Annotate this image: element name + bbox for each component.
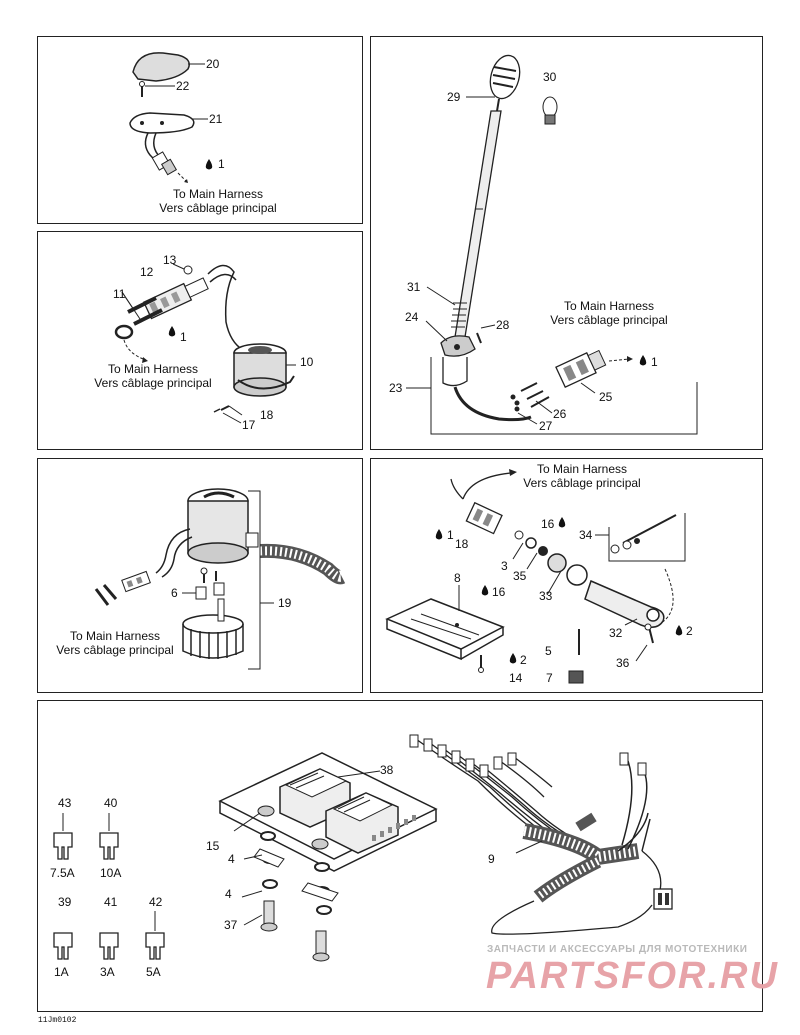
panel-antenna-light: 30 29 31 28 24 23 1 25 26 27 To Main Har… xyxy=(370,36,763,450)
callout-40: 40 xyxy=(104,796,118,810)
callout-3: 3 xyxy=(501,559,508,573)
harness-caption-fr: Vers câblage principal xyxy=(550,313,668,327)
callout-28: 28 xyxy=(496,318,510,332)
harness-caption-en: To Main Harness xyxy=(69,629,161,643)
callout-11: 11 xyxy=(113,287,126,301)
callout-12: 12 xyxy=(140,265,154,279)
tail-light-drawing xyxy=(129,52,213,184)
callout-29: 29 xyxy=(447,90,461,104)
callout-14: 14 xyxy=(509,671,523,685)
harness-caption-en: To Main Harness xyxy=(107,362,199,376)
callout-1: 1 xyxy=(651,355,658,369)
callout-39: 39 xyxy=(58,895,72,909)
callout-35: 35 xyxy=(513,569,527,583)
watermark-logo: PARTSFOR.RU xyxy=(486,955,779,997)
callout-26: 26 xyxy=(553,407,567,421)
callout-2: 2 xyxy=(686,624,693,638)
callout-23: 23 xyxy=(389,381,403,395)
callout-27: 27 xyxy=(539,419,553,433)
fuse-box-drawing xyxy=(53,734,673,962)
antenna-light-drawing xyxy=(406,54,698,435)
fuse-rating-10a: 10A xyxy=(100,866,122,880)
harness-caption-en: To Main Harness xyxy=(536,462,628,476)
callout-18: 18 xyxy=(455,537,469,551)
callout-31: 31 xyxy=(407,280,421,294)
harness-caption: To Main Harness Vers câblage principal xyxy=(544,299,674,327)
panel-bilge-pump: 6 19 To Main Harness Vers câblage princi… xyxy=(37,458,363,693)
callout-22: 22 xyxy=(176,79,190,93)
callout-20: 20 xyxy=(206,57,220,71)
callout-30: 30 xyxy=(543,70,557,84)
callout-10: 10 xyxy=(300,355,314,369)
callout-38: 38 xyxy=(380,763,394,777)
callout-41: 41 xyxy=(104,895,118,909)
fuse-rating-3a: 3A xyxy=(100,965,115,979)
harness-caption-en: To Main Harness xyxy=(172,187,264,201)
callout-5: 5 xyxy=(545,644,552,658)
horn-drawing xyxy=(114,263,296,424)
callout-37: 37 xyxy=(224,918,238,932)
callout-13: 13 xyxy=(163,253,177,267)
harness-caption: To Main Harness Vers câblage principal xyxy=(517,462,647,490)
diagram-code: 11Jm0102 xyxy=(38,1016,77,1025)
panel-horn: 13 12 11 1 10 18 17 To Main Harness Vers… xyxy=(37,231,363,450)
harness-caption: To Main Harness Vers câblage principal xyxy=(88,362,218,390)
callout-36: 36 xyxy=(616,656,630,670)
callout-9: 9 xyxy=(488,852,495,866)
callout-8: 8 xyxy=(454,571,461,585)
callout-15: 15 xyxy=(206,839,220,853)
fuse-rating-5a: 5A xyxy=(146,965,161,979)
callout-17: 17 xyxy=(242,418,256,432)
panel-switch-assembly: 1 16 18 34 3 35 33 8 16 32 2 5 2 36 14 7… xyxy=(370,458,763,693)
callout-33: 33 xyxy=(539,589,553,603)
callout-25: 25 xyxy=(599,390,613,404)
watermark-line1: ЗАПЧАСТИ И АКСЕССУАРЫ ДЛЯ МОТОТЕХНИКИ xyxy=(487,944,748,955)
panel-fuse-box: 38 43 40 15 4 9 4 37 39 41 42 7.5A 10A 1… xyxy=(37,700,763,1012)
callout-2: 2 xyxy=(520,653,527,667)
harness-caption-fr: Vers câblage principal xyxy=(94,376,212,390)
callout-4: 4 xyxy=(225,887,232,901)
harness-caption-fr: Vers câblage principal xyxy=(56,643,174,657)
fuse-rating-7-5a: 7.5A xyxy=(50,866,75,880)
callout-34: 34 xyxy=(579,528,593,542)
harness-caption-fr: Vers câblage principal xyxy=(159,201,277,215)
callout-16: 16 xyxy=(492,585,506,599)
harness-caption: To Main Harness Vers câblage principal xyxy=(40,629,190,657)
harness-caption-fr: Vers câblage principal xyxy=(523,476,641,490)
harness-caption: To Main Harness Vers câblage principal xyxy=(153,187,283,215)
callout-18: 18 xyxy=(260,408,274,422)
fuse-rating-1a: 1A xyxy=(54,965,69,979)
callout-16: 16 xyxy=(541,517,555,531)
fuse-icons xyxy=(53,832,165,960)
callout-1: 1 xyxy=(180,330,187,344)
callout-42: 42 xyxy=(149,895,163,909)
callout-1: 1 xyxy=(218,157,225,171)
callout-4: 4 xyxy=(228,852,235,866)
callout-21: 21 xyxy=(209,112,223,126)
switch-assembly-drawing xyxy=(385,469,686,684)
callout-19: 19 xyxy=(278,596,292,610)
panel-tail-light: 20 22 21 1 To Main Harness Vers câblage … xyxy=(37,36,363,224)
callout-1: 1 xyxy=(447,528,454,542)
bilge-pump-drawing xyxy=(94,488,346,670)
callout-43: 43 xyxy=(58,796,72,810)
callout-6: 6 xyxy=(171,586,178,600)
harness-caption-en: To Main Harness xyxy=(563,299,655,313)
callout-32: 32 xyxy=(609,626,623,640)
callout-7: 7 xyxy=(546,671,553,685)
callout-24: 24 xyxy=(405,310,419,324)
